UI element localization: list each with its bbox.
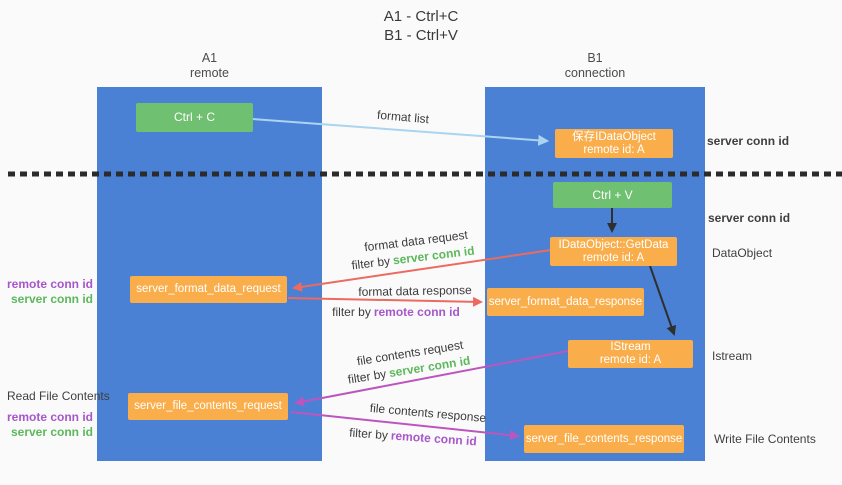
conn-id-stack-mid: remote conn id server conn id	[7, 277, 93, 306]
node-ctrl-c: Ctrl + C	[136, 103, 253, 132]
node-server-file-contents-response: server_file_contents_response	[524, 425, 684, 453]
istream-line1: IStream	[610, 341, 651, 353]
save-idataobject-line1: 保存IDataObject	[572, 130, 656, 143]
server-format-data-response-label: server_format_data_response	[488, 295, 643, 308]
dataobject-annotation: DataObject	[712, 246, 773, 260]
remote-conn-id-annotation: remote conn id	[6, 410, 93, 424]
lane-b1-role: connection	[564, 66, 626, 80]
file-contents-response-label: file contents response	[369, 400, 487, 426]
filter-by-prefix: filter by	[348, 425, 389, 443]
write-file-contents-annotation: Write File Contents	[714, 432, 816, 446]
filter-by-prefix: filter by	[346, 366, 388, 387]
remote-conn-id-key: remote conn id	[373, 305, 460, 319]
node-istream: IStream remote id: A	[568, 340, 693, 368]
lane-header-a1: A1 remote	[97, 51, 322, 81]
istream-annotation: Istream	[712, 349, 753, 363]
server-file-contents-request-label: server_file_contents_request	[134, 400, 282, 412]
ctrl-v-label: Ctrl + V	[592, 187, 633, 202]
format-data-response-label: format data response	[358, 283, 472, 299]
title-line-a1: A1 - Ctrl+C	[383, 8, 459, 25]
ctrl-c-label: Ctrl + C	[173, 110, 215, 124]
lane-a1-role: remote	[190, 66, 229, 80]
node-server-file-contents-request: server_file_contents_request	[128, 393, 288, 420]
getdata-line1: IDataObject::GetData	[558, 238, 669, 251]
node-idataobject-getdata: IDataObject::GetData remote id: A	[550, 237, 677, 266]
filter-by-prefix: filter by	[350, 253, 391, 273]
read-file-contents-annotation: Read File Contents	[7, 389, 110, 403]
istream-line2: remote id: A	[599, 354, 662, 366]
format-list-label: format list	[376, 107, 430, 127]
server-conn-id-annotation: server conn id	[10, 291, 93, 306]
server-file-contents-response-label: server_file_contents_response	[525, 432, 683, 445]
node-server-format-data-response: server_format_data_response	[487, 288, 644, 316]
remote-conn-id-key: remote conn id	[390, 428, 478, 449]
lane-a1-name: A1	[201, 51, 218, 65]
title-line-b1: B1 - Ctrl+V	[384, 27, 458, 44]
getdata-line2: remote id: A	[582, 251, 645, 264]
server-conn-id-annotation-top: server conn id	[707, 134, 790, 148]
node-server-format-data-request: server_format_data_request	[130, 276, 287, 303]
lane-header-b1: B1 connection	[485, 51, 705, 81]
server-format-data-request-label: server_format_data_request	[136, 283, 281, 295]
node-ctrl-v: Ctrl + V	[553, 182, 672, 208]
save-idataobject-line2: remote id: A	[583, 143, 645, 156]
diagram-title: A1 - Ctrl+C B1 - Ctrl+V	[0, 7, 842, 45]
lane-b1-name: B1	[587, 51, 603, 65]
server-conn-id-annotation-mid: server conn id	[708, 211, 791, 225]
remote-conn-id-annotation: remote conn id	[6, 277, 93, 291]
node-save-idataobject: 保存IDataObject remote id: A	[555, 129, 673, 158]
conn-id-stack-bottom: remote conn id server conn id	[7, 410, 93, 439]
server-conn-id-annotation: server conn id	[10, 424, 93, 439]
filter-by-prefix: filter by	[332, 305, 371, 319]
